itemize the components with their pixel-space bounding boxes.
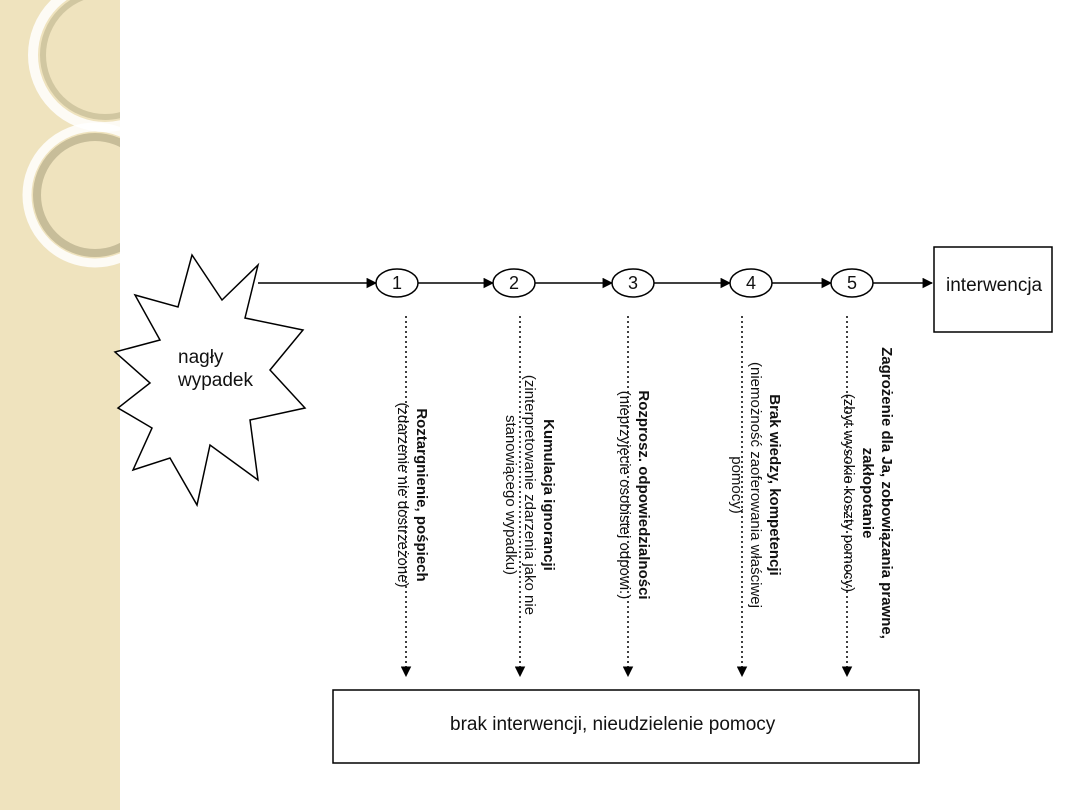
step-number-2: 2 [508, 273, 519, 293]
start-event-label: nagły wypadek [178, 346, 288, 392]
step-title-1: Roztargnienie, pośpiech [413, 408, 430, 582]
step-subtitle-4: (niemożność zaoferowania właściwej pomoc… [728, 362, 764, 608]
step-description-4: Brak wiedzy, kompetencji (niemożność zao… [692, 340, 784, 630]
step-subtitle-5: (zbyt wysokie koszty pomocy) [840, 393, 857, 593]
step-number-3: 3 [627, 273, 638, 293]
step-description-3: Rozprosz. odpowiedzialności (nieprzyjęci… [593, 330, 653, 660]
decorative-rings [22, 0, 120, 268]
step-number-1: 1 [391, 273, 402, 293]
step-subtitle-3: (nieprzyjęcie osobistej odpowi.) [616, 390, 633, 600]
step-subtitle-2: (zinterpretowanie zdarzenia jako nie sta… [502, 374, 538, 616]
step-node-5 [830, 268, 874, 298]
outcome-negative-label: brak interwencji, nieudzielenie pomocy [450, 714, 776, 735]
interwencja-box [933, 246, 1053, 333]
step-node-4 [729, 268, 773, 298]
step-description-2: Kumulacja ignorancji (zinterpretowanie z… [478, 330, 558, 660]
start-event-line-2: wypadek [178, 370, 253, 391]
step-number-5: 5 [846, 273, 857, 293]
step-description-5: Zagrożenie dla Ja, zobowiązania prawne, … [816, 318, 896, 668]
step-title-5: Zagrożenie dla Ja, zobowiązania prawne, … [859, 347, 895, 639]
start-event-line-1: nagły [178, 347, 224, 368]
step-node-3 [611, 268, 655, 298]
starburst-shape [113, 253, 307, 508]
step-title-4: Brak wiedzy, kompetencji [766, 394, 783, 576]
outcome-positive-label: interwencja [946, 275, 1043, 296]
step-number-4: 4 [745, 273, 756, 293]
step-title-2: Kumulacja ignorancji [540, 419, 557, 571]
step-subtitle-1: (zdarzenie nie dostrzeżone) [394, 402, 411, 588]
step-node-1 [375, 268, 419, 298]
step-description-1: Roztargnienie, pośpiech (zdarzenie nie d… [375, 335, 431, 655]
step-node-2 [492, 268, 536, 298]
step-title-3: Rozprosz. odpowiedzialności [635, 390, 652, 600]
brak-interwencji-box [332, 689, 920, 764]
decorative-sidebar [0, 0, 120, 810]
